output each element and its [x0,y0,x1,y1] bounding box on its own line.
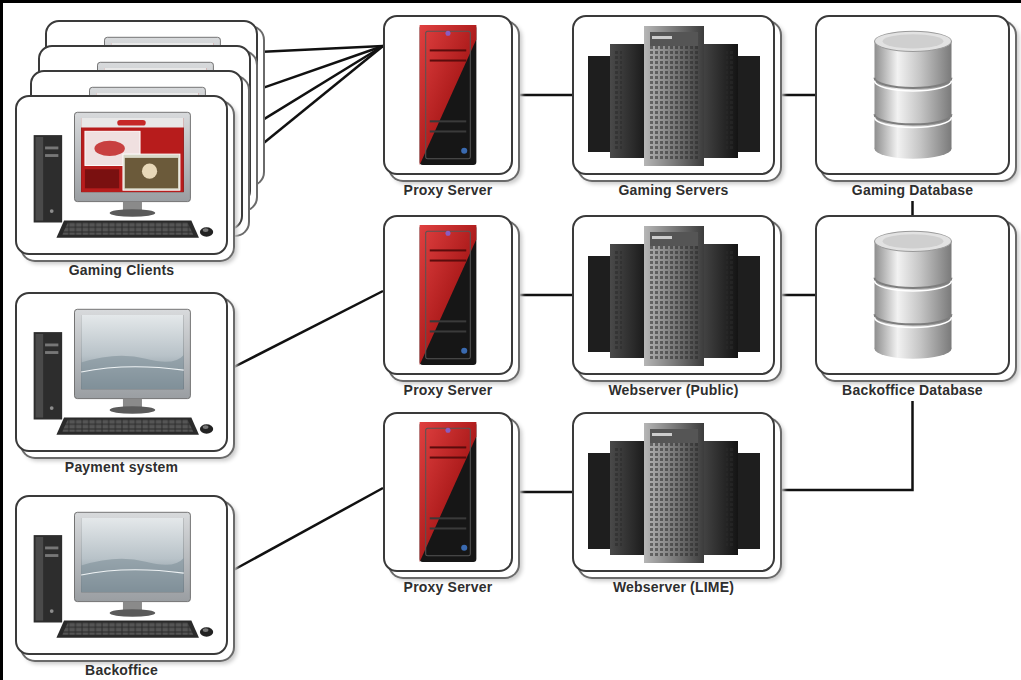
icon-node: Payment system [15,292,228,475]
node-label: Webserver (LIME) [572,579,775,595]
db-icon [848,19,978,171]
client-wires [243,46,383,132]
node-label: Payment system [15,459,228,475]
icon-frame [383,15,513,175]
icon-node: Gaming Servers [572,15,775,198]
icon-node: Backoffice Database [815,215,1010,398]
network-link [775,401,913,490]
desk-plain-icon [22,296,222,448]
icon-frame [15,292,228,452]
network-link [911,201,914,215]
node-label: Gaming Clients [15,262,228,278]
icon-node: Proxy Server [383,412,513,595]
network-link [228,488,383,573]
node-label: Webserver (Public) [572,382,775,398]
node-label: Proxy Server [383,579,513,595]
icon-node: Webserver (Public) [572,215,775,398]
icon-frame [15,495,228,655]
icon-node: Backoffice [15,495,228,678]
border-top [0,0,1021,3]
icon-frame [815,15,1010,175]
icon-node: Webserver (LIME) [572,412,775,595]
icon-frame [572,215,775,375]
node-label: Gaming Servers [572,182,775,198]
desk-plain-icon [22,499,222,651]
node-label: Proxy Server [383,182,513,198]
icon-frame [572,15,775,175]
icon-frame [383,412,513,572]
network-link [228,291,383,370]
node-label: Proxy Server [383,382,513,398]
network-link [513,294,572,297]
db-icon [848,219,978,371]
servers-icon [574,19,774,171]
icon-frame [572,412,775,572]
network-link [775,294,815,297]
node-label: Backoffice Database [815,382,1010,398]
network-link [513,491,572,494]
proxy-icon [388,416,508,568]
servers-icon [574,416,774,568]
network-link [775,94,815,97]
icon-node: Gaming Database [815,15,1010,198]
node-label: Backoffice [15,662,228,678]
desk-game-icon [22,99,222,251]
icon-node: Gaming Clients [15,95,228,278]
icon-frame [15,95,228,255]
proxy-icon [388,219,508,371]
icon-node: Proxy Server [383,215,513,398]
border-left [0,0,3,680]
network-link [513,94,572,97]
icon-frame [815,215,1010,375]
proxy-icon [388,19,508,171]
servers-icon [574,219,774,371]
icon-node: Proxy Server [383,15,513,198]
icon-frame [383,215,513,375]
node-label: Gaming Database [815,182,1010,198]
